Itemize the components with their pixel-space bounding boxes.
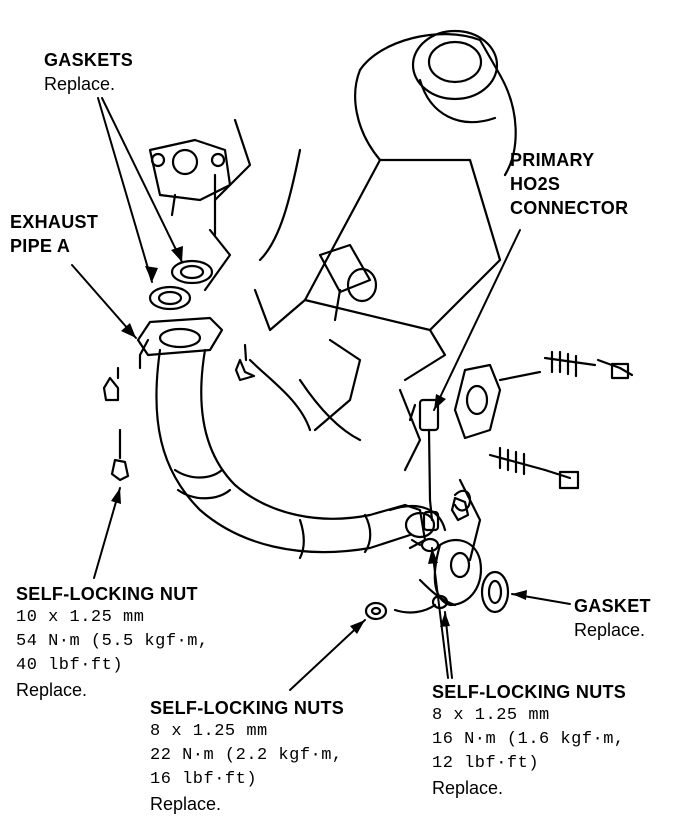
nuts-right-label: SELF-LOCKING NUTS 8 x 1.25 mm 16 N·m (1.… — [432, 680, 626, 800]
nut-left-note: Replace. — [16, 680, 88, 700]
studs-and-nuts — [102, 338, 470, 621]
leader-lines — [71, 97, 571, 691]
gasket-right-note: Replace. — [574, 620, 646, 640]
nut-left-torque1: 54 N·m (5.5 kgf·m, — [16, 632, 209, 651]
nuts-middle-label: SELF-LOCKING NUTS 8 x 1.25 mm 22 N·m (2.… — [150, 696, 344, 816]
primary-ho2s-line1: PRIMARY — [510, 150, 595, 170]
nuts-middle-note: Replace. — [150, 794, 222, 814]
exhaust-manifold-flange — [148, 138, 232, 237]
nuts-right-torque1: 16 N·m (1.6 kgf·m, — [432, 730, 625, 749]
nuts-middle-size: 8 x 1.25 mm — [150, 722, 268, 741]
right-gasket — [480, 570, 510, 614]
primary-ho2s-line3: CONNECTOR — [510, 198, 629, 218]
exhaust-pipe-line1: EXHAUST — [10, 212, 99, 232]
exhaust-pipe-label: EXHAUST PIPE A — [10, 210, 98, 258]
nuts-right-note: Replace. — [432, 778, 504, 798]
gaskets-title: GASKETS — [44, 50, 134, 70]
exhaust-pipe-line2: PIPE A — [10, 236, 71, 256]
nuts-middle-torque2: 16 lbf·ft) — [150, 770, 258, 789]
engine-housing — [203, 29, 517, 562]
upper-gaskets — [148, 259, 214, 311]
nuts-middle-torque1: 22 N·m (2.2 kgf·m, — [150, 746, 343, 765]
nut-left-label: SELF-LOCKING NUT 10 x 1.25 mm 54 N·m (5.… — [16, 582, 209, 702]
nuts-right-size: 8 x 1.25 mm — [432, 706, 550, 725]
gaskets-label: GASKETS Replace. — [44, 48, 133, 96]
gaskets-note: Replace. — [44, 74, 116, 94]
primary-ho2s-line2: HO2S — [510, 174, 561, 194]
gasket-right-label: GASKET Replace. — [574, 594, 651, 642]
nut-left-title: SELF-LOCKING NUT — [16, 584, 198, 604]
nuts-right-title: SELF-LOCKING NUTS — [432, 682, 627, 702]
sensor-bracket — [453, 350, 634, 490]
gasket-right-title: GASKET — [574, 596, 651, 616]
primary-ho2s-label: PRIMARY HO2S CONNECTOR — [510, 148, 628, 220]
nuts-middle-title: SELF-LOCKING NUTS — [150, 698, 345, 718]
rear-flange — [393, 538, 483, 614]
ho2s-sensor — [408, 398, 472, 532]
nuts-right-torque2: 12 lbf·ft) — [432, 754, 540, 773]
nut-left-size: 10 x 1.25 mm — [16, 608, 145, 627]
nut-left-torque2: 40 lbf·ft) — [16, 656, 124, 675]
exhaust-pipe-a — [136, 316, 447, 560]
